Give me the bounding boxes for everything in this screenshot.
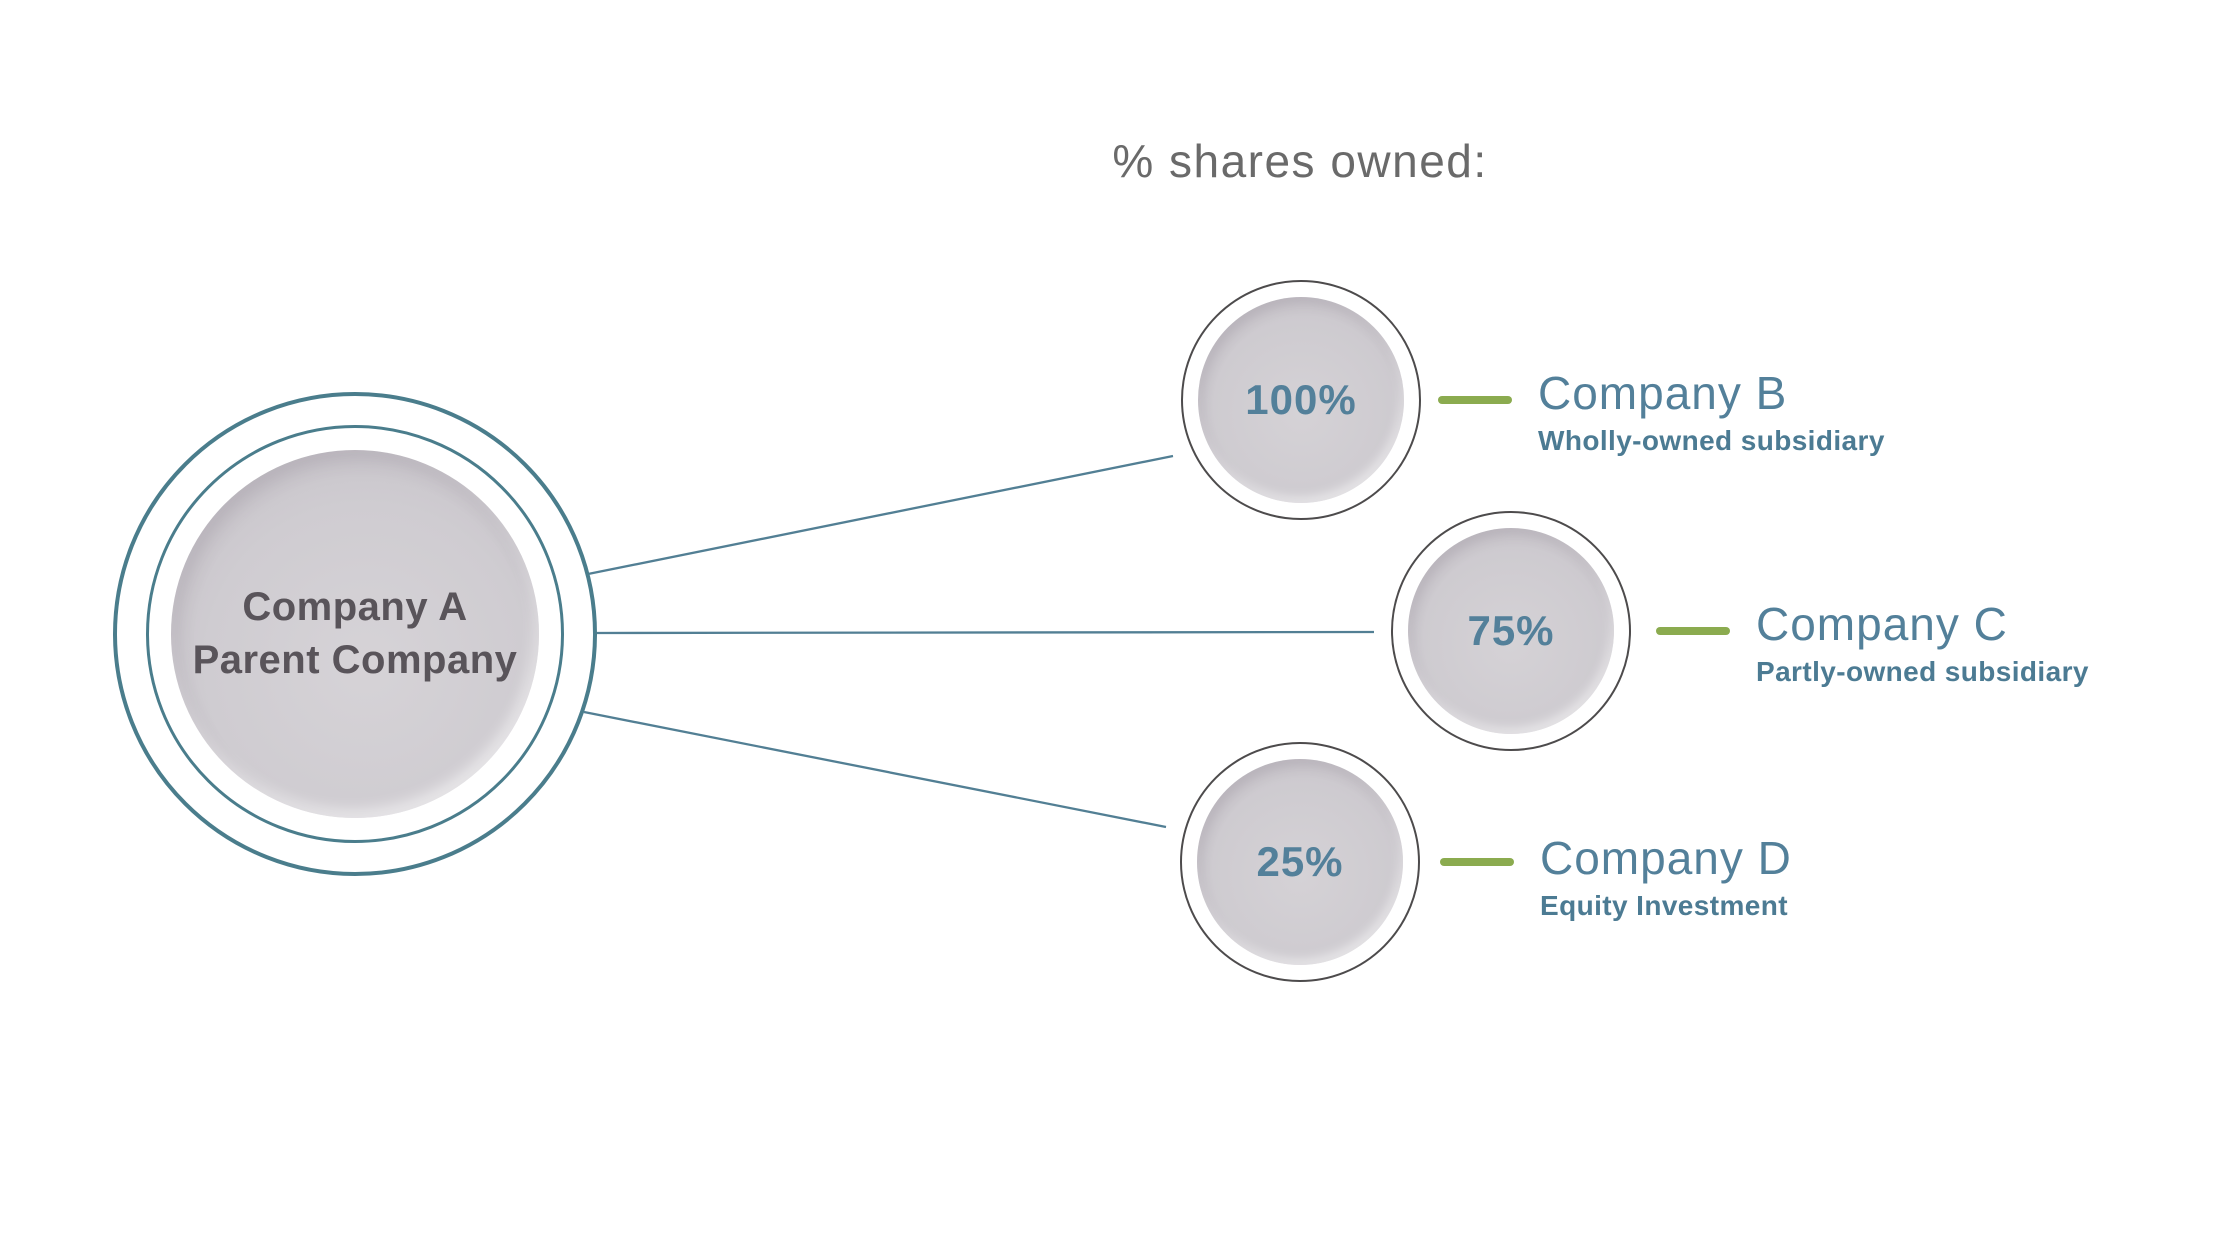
parent-outer-ring (113, 392, 597, 876)
label-company-b: Company B Wholly-owned subsidiary (1538, 367, 1885, 457)
subsidiary-name: Company D (1540, 832, 1792, 884)
parent-node: Company A Parent Company (113, 392, 597, 876)
parent-circle: Company A Parent Company (171, 450, 539, 818)
ownership-percentage-company-c: 75% (1467, 607, 1555, 654)
subsidiary-type: Partly-owned subsidiary (1756, 656, 2089, 687)
legend-title: % shares owned: (1112, 135, 1488, 187)
subsidiary-name: Company C (1756, 598, 2008, 650)
label-company-c: Company C Partly-owned subsidiary (1756, 598, 2089, 688)
parent-name: Company A Parent Company (193, 581, 518, 687)
legend-dash-company-b (1438, 396, 1512, 404)
label-company-d: Company D Equity Investment (1540, 832, 1792, 922)
parent-name-line2: Parent Company (192, 638, 518, 682)
ownership-percentage-company-d: 25% (1256, 838, 1344, 885)
subsidiary-node-company-d: 25% (1180, 742, 1420, 982)
subsidiary-node-company-c: 75% (1391, 511, 1631, 751)
ownership-circle-company-c: 75% (1408, 528, 1614, 734)
parent-middle-ring (146, 425, 564, 843)
subsidiary-type: Wholly-owned subsidiary (1538, 425, 1885, 456)
legend-dash-company-d (1440, 858, 1514, 866)
ownership-circle-company-b: 100% (1198, 297, 1404, 503)
connector-line-company-b (587, 454, 1174, 576)
parent-name-line1: Company A (242, 585, 468, 629)
ownership-circle-company-d: 25% (1197, 759, 1403, 965)
subsidiary-type: Equity Investment (1540, 890, 1788, 921)
legend-dash-company-c (1656, 627, 1730, 635)
connector-line-company-c (594, 630, 1375, 635)
subsidiary-name: Company B (1538, 367, 1788, 419)
ownership-percentage-company-b: 100% (1245, 376, 1357, 423)
subsidiary-node-company-b: 100% (1181, 280, 1421, 520)
connector-line-company-d (583, 710, 1167, 829)
